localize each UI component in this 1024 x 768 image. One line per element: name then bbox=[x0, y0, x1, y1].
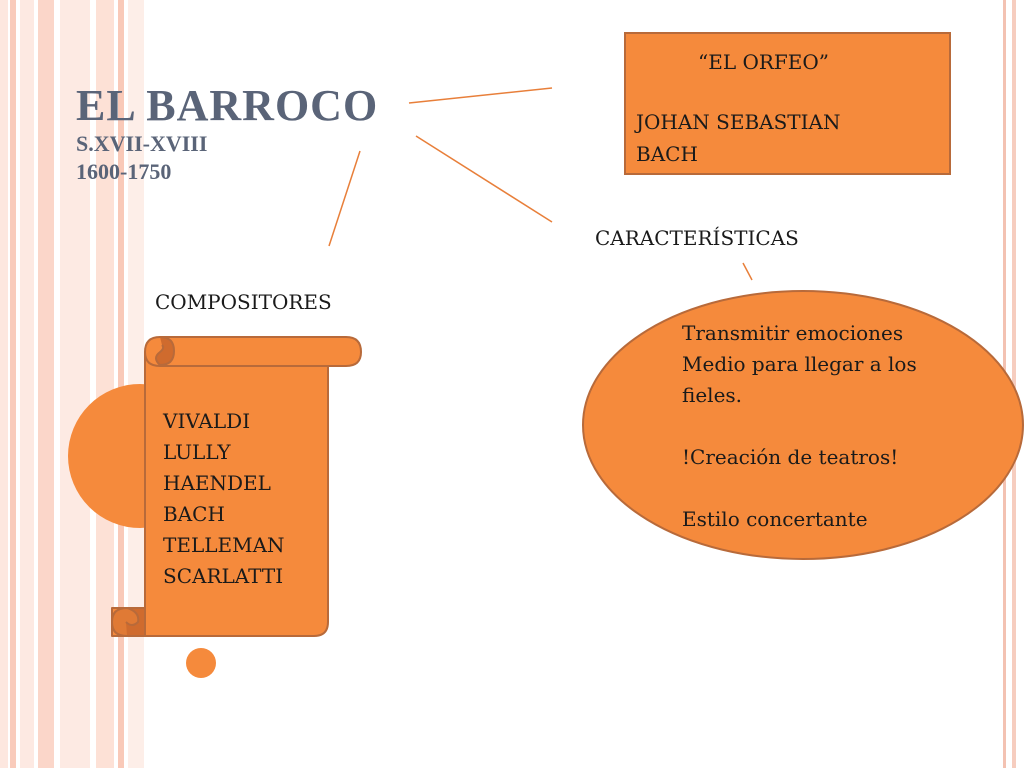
compositores-label: COMPOSITORES bbox=[155, 290, 332, 314]
stripe-5 bbox=[60, 0, 90, 768]
connector-caracteristicas bbox=[415, 135, 553, 223]
stripe-4 bbox=[38, 0, 54, 768]
compositores-scroll bbox=[111, 336, 362, 637]
orfeo-text: JOHAN SEBASTIAN BACH bbox=[636, 106, 936, 170]
compositor-name: HAENDEL bbox=[163, 471, 271, 495]
compositor-name: SCARLATTI bbox=[163, 564, 284, 588]
caracteristicas-label: CARACTERÍSTICAS bbox=[595, 226, 799, 250]
years-subtitle: 1600-1750 bbox=[76, 159, 172, 184]
stripe-2 bbox=[10, 0, 16, 768]
caracteristica-item: !Creación de teatros! bbox=[682, 445, 899, 469]
caracteristicas-ellipse bbox=[582, 290, 1024, 560]
caracteristicas-list: Transmitir emociones Medio para llegar a… bbox=[682, 318, 982, 535]
period-subtitle: S.XVII-XVIII bbox=[76, 131, 208, 156]
compositor-name: LULLY bbox=[163, 440, 231, 464]
connector-compositores bbox=[328, 150, 361, 247]
page-title: EL BARROCO bbox=[76, 81, 379, 130]
stripe-1 bbox=[0, 0, 8, 768]
orfeo-box: “EL ORFEO” JOHAN SEBASTIAN BACH bbox=[624, 32, 951, 175]
stripe-3 bbox=[20, 0, 34, 768]
scroll-top-roll bbox=[144, 336, 362, 367]
stripe-10 bbox=[1012, 0, 1016, 768]
title-block: EL BARROCO S.XVII-XVIII 1600-1750 bbox=[76, 82, 378, 186]
orfeo-line: JOHAN SEBASTIAN bbox=[636, 110, 841, 134]
caracteristica-item: Estilo concertante bbox=[682, 507, 868, 531]
connector-orfeo bbox=[408, 87, 553, 104]
compositor-name: BACH bbox=[163, 502, 225, 526]
scroll-top-curl bbox=[155, 336, 175, 366]
decorative-small-circle bbox=[186, 648, 216, 678]
orfeo-title: “EL ORFEO” bbox=[698, 50, 830, 74]
caracteristica-item: Transmitir emociones bbox=[682, 321, 904, 345]
stripe-7 bbox=[118, 0, 124, 768]
scroll-bottom-curl bbox=[111, 607, 140, 637]
stripe-8 bbox=[128, 0, 144, 768]
compositor-name: VIVALDI bbox=[163, 409, 251, 433]
orfeo-line: BACH bbox=[636, 142, 698, 166]
connector-ellipse bbox=[742, 262, 753, 281]
compositores-list: VIVALDI LULLY HAENDEL BACH TELLEMAN SCAR… bbox=[163, 406, 285, 592]
compositor-name: TELLEMAN bbox=[163, 533, 285, 557]
stripe-6 bbox=[96, 0, 114, 768]
caracteristica-item: Medio para llegar a los fieles. bbox=[682, 352, 917, 407]
